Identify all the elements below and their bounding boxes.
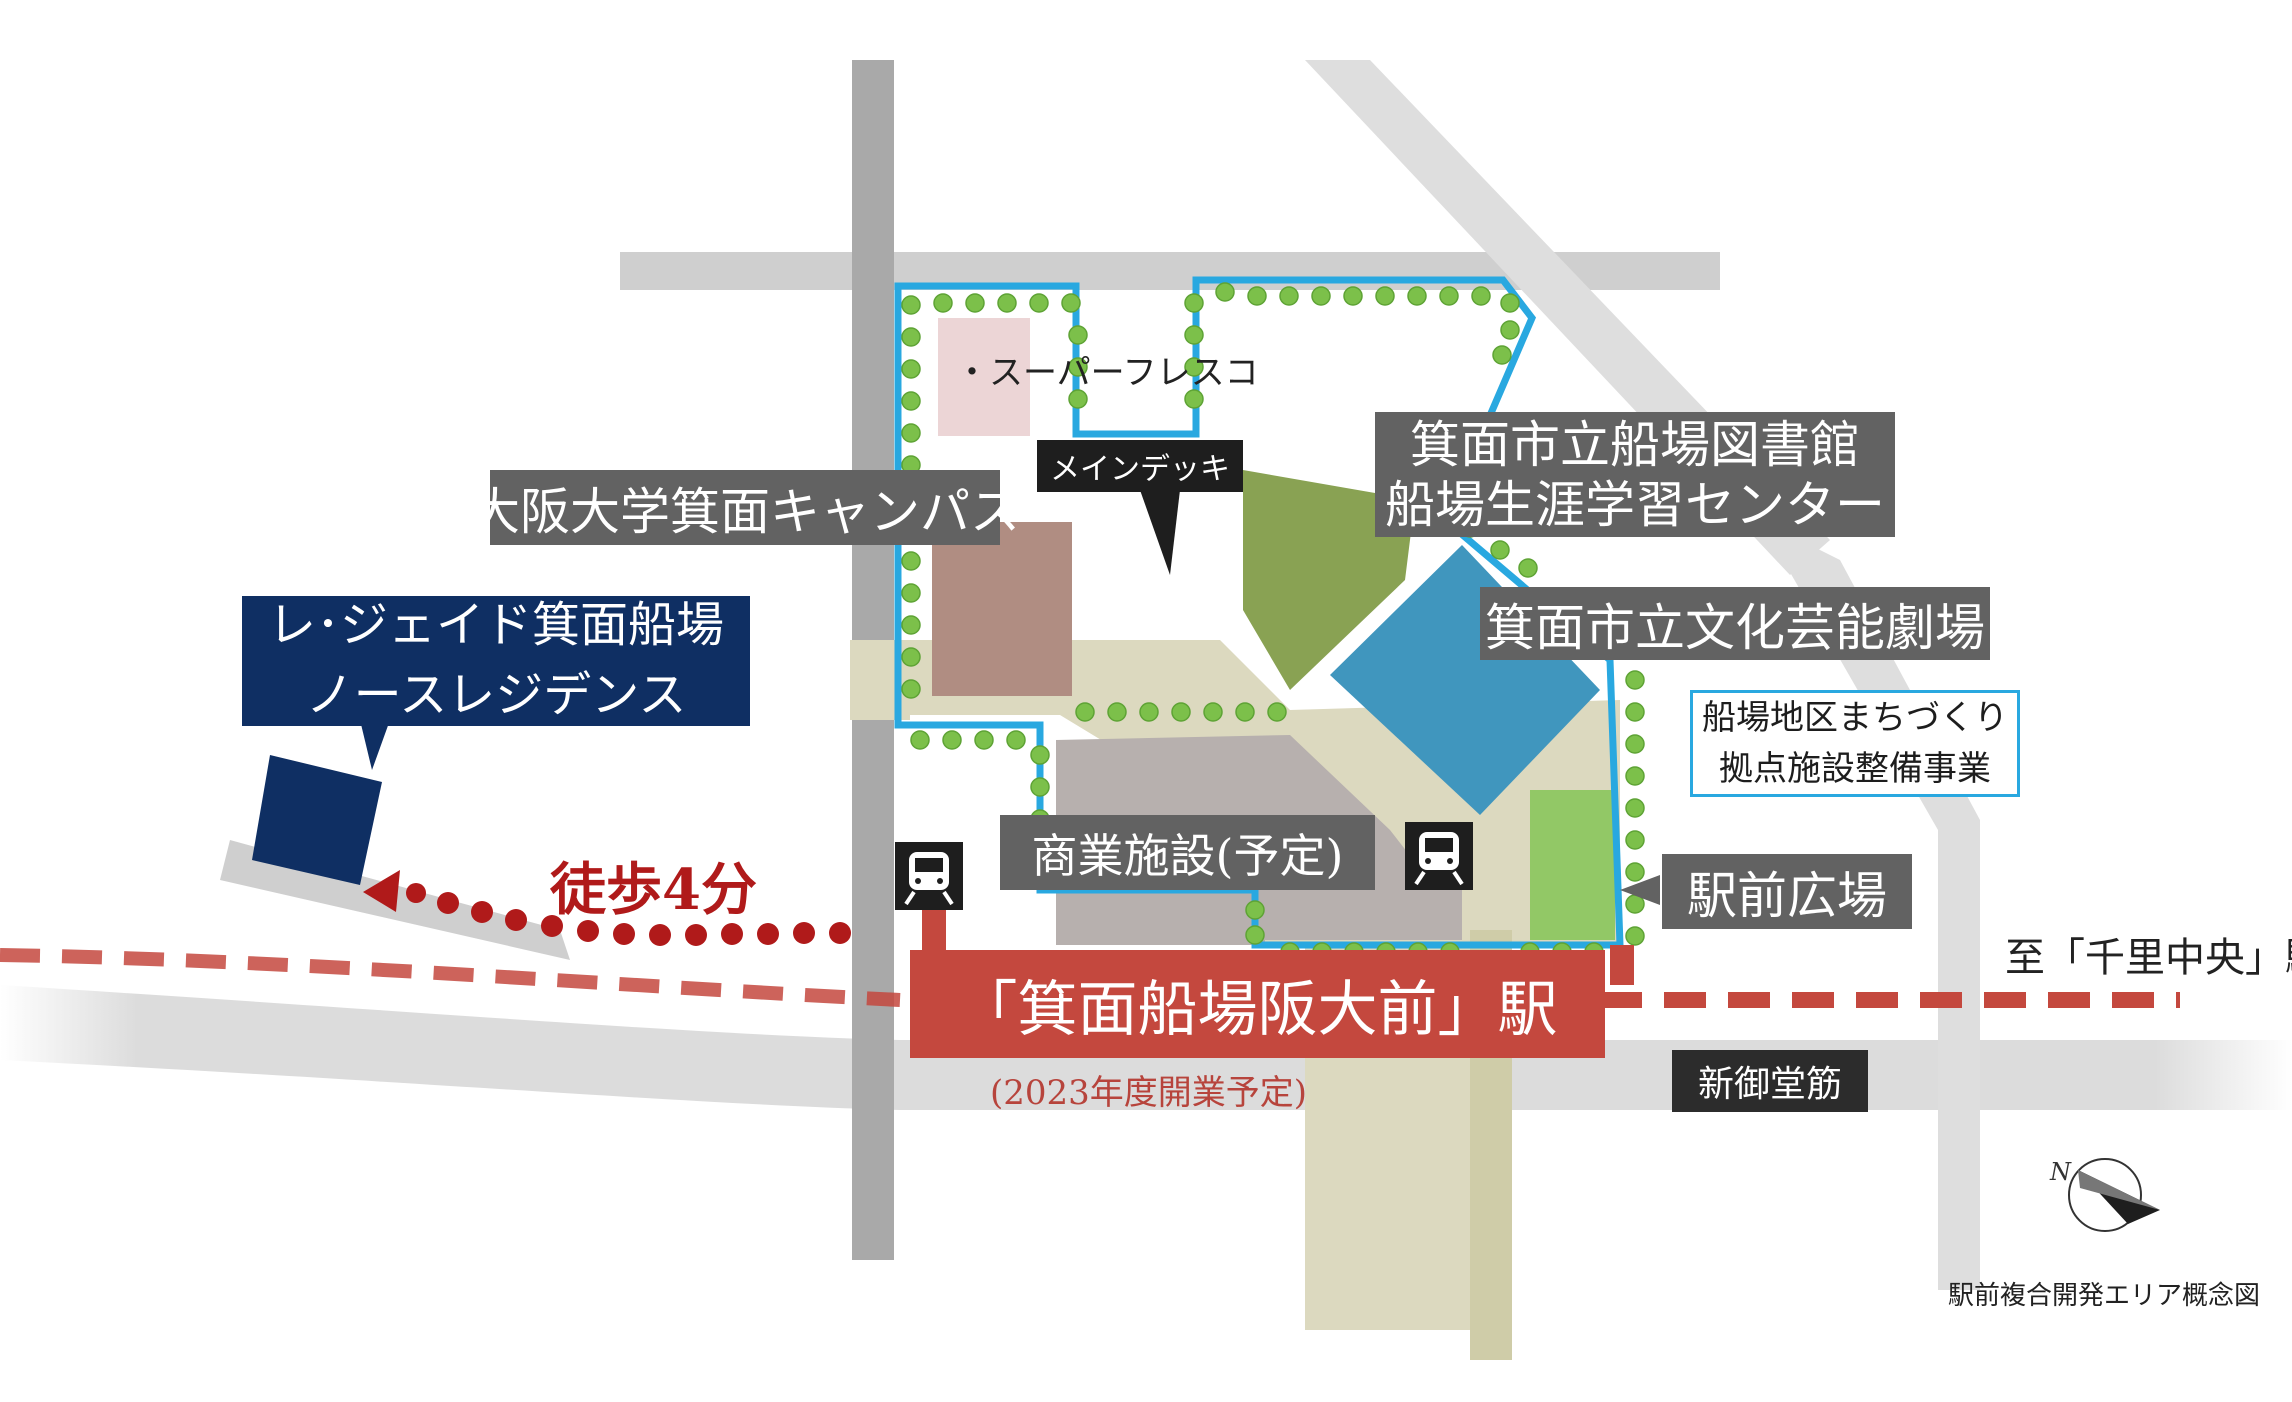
to-senri-label: 至「千里中央」駅: [2005, 935, 2292, 981]
commercial-label: 商業施設(予定): [1000, 815, 1375, 890]
station-name-label: 「箕面船場阪大前」駅: [910, 950, 1605, 1058]
library-building: [1243, 470, 1415, 690]
plaza-pointer: [1620, 875, 1660, 905]
residence-label: レ･ジェイド箕面船場 ノースレジデンス: [242, 596, 750, 726]
residence-label-line1: レ･ジェイド箕面船場: [267, 597, 724, 654]
station-connector: [922, 905, 946, 955]
label-pointers: [360, 490, 1660, 905]
library-label: 箕面市立船場図書館 船場生涯学習センター: [1375, 412, 1895, 537]
university-building: [932, 522, 1072, 696]
project-label-line2: 拠点施設整備事業: [1719, 748, 1991, 789]
train-icon: [895, 842, 963, 910]
university-label: 大阪大学箕面キャンパス: [470, 470, 1020, 545]
railway: [0, 948, 2180, 1008]
residence-pointer: [360, 720, 390, 770]
walk-route: [363, 870, 851, 946]
supermarket-label: ・スーパーフレスコ: [955, 353, 1259, 393]
vertical-road-right: [1760, 520, 1980, 1290]
road-name-label: 新御堂筋: [1672, 1050, 1868, 1112]
theater-building: [1330, 545, 1600, 815]
library-label-line2: 船場生涯学習センター: [1385, 475, 1885, 534]
station-connector-right: [1610, 945, 1634, 985]
compass-icon: N: [2049, 1158, 2160, 1232]
walk-arrow-head: [363, 870, 400, 912]
rail-line-left: [0, 948, 901, 1007]
project-label-line1: 船場地区まちづくり: [1702, 697, 2008, 738]
station-plaza-area: [1530, 790, 1615, 940]
project-label: 船場地区まちづくり 拠点施設整備事業: [1690, 690, 2020, 797]
library-label-line1: 箕面市立船場図書館: [1410, 415, 1860, 474]
station-note-label: (2023年度開業予定): [990, 1073, 1308, 1113]
compass-north-label: N: [2049, 1158, 2072, 1186]
station-plaza-label: 駅前広場: [1662, 854, 1912, 929]
plaza-ground: [850, 640, 1620, 1330]
main-deck-label: メインデッキ: [1037, 440, 1243, 492]
residence-label-line2: ノースレジデンス: [305, 667, 687, 723]
train-icon: [1405, 822, 1473, 890]
theater-label: 箕面市立文化芸能劇場: [1480, 587, 1990, 660]
map-caption: 駅前複合開発エリア概念図: [1948, 1281, 2261, 1311]
supermarket-block: [938, 318, 1030, 436]
residence-building: [252, 755, 382, 885]
walk-time-label: 徒歩4分: [550, 857, 757, 923]
main-deck-pointer: [1140, 490, 1180, 575]
